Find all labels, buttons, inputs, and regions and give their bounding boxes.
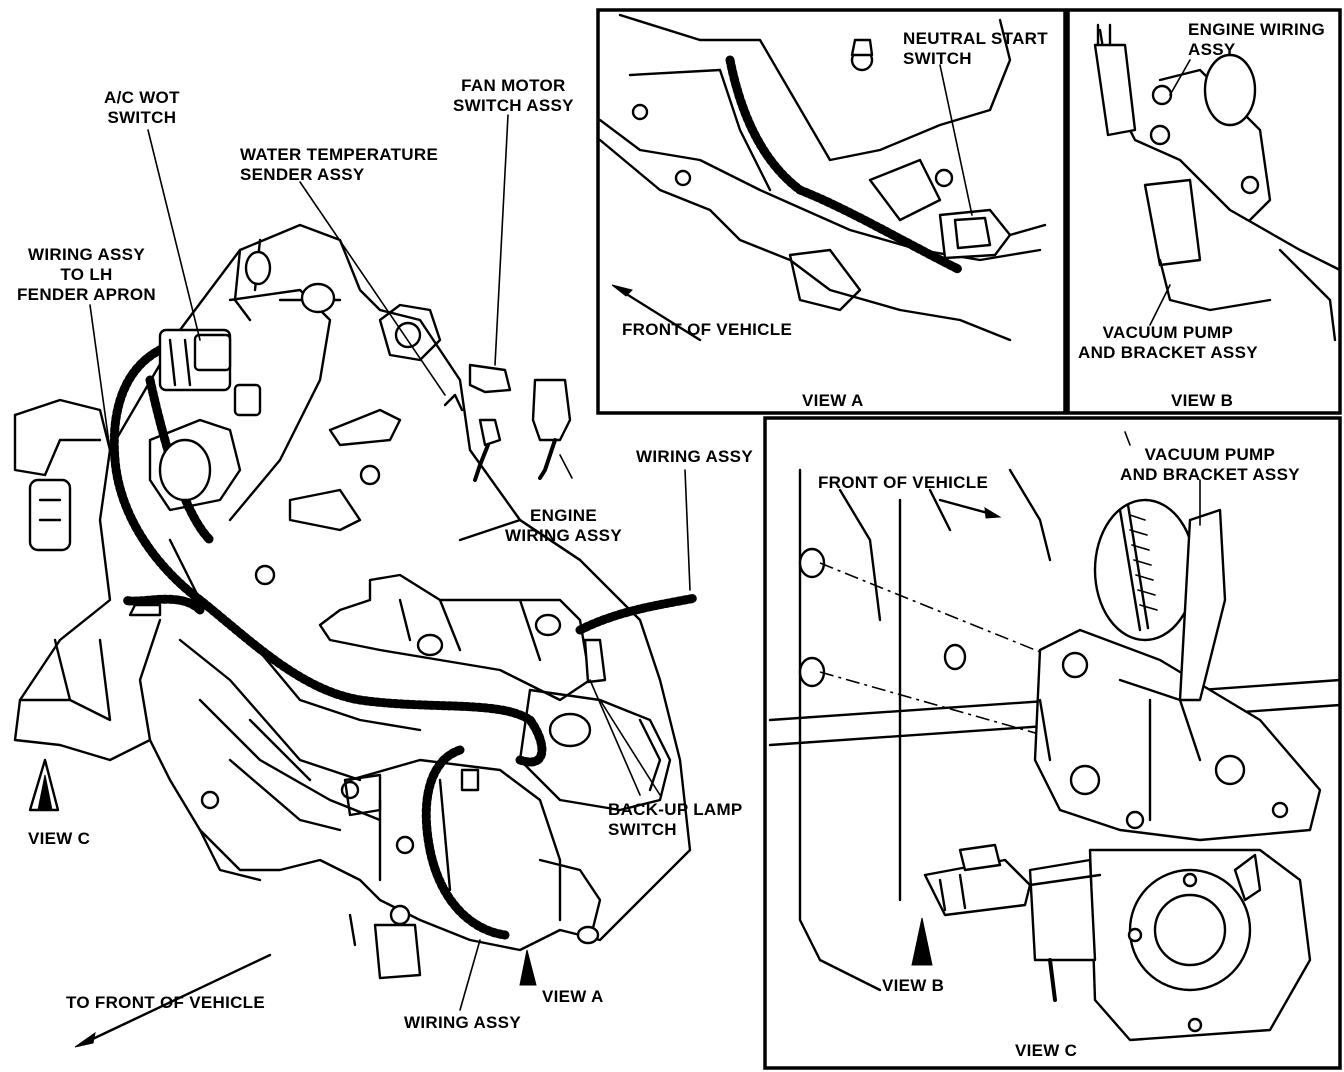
transmission-assembly xyxy=(13,223,692,980)
leader-lines xyxy=(28,114,691,1048)
main-sensors xyxy=(443,363,607,792)
wiring-assy-right-label: WIRING ASSY xyxy=(636,447,753,466)
view-c-caption: VIEW C xyxy=(1015,1041,1078,1060)
view-c-front-of-vehicle-label: FRONT OF VEHICLE xyxy=(818,473,989,492)
wiring-assy-bottom-label: WIRING ASSY xyxy=(404,1013,521,1032)
view-c-drawing xyxy=(768,431,1342,1042)
view-a-frame xyxy=(596,8,1067,415)
view-a-main-label: VIEW A xyxy=(542,987,604,1006)
view-b-caption: VIEW B xyxy=(1171,391,1234,410)
wiring-harnesses xyxy=(109,328,700,940)
view-b-drawing xyxy=(1093,23,1342,342)
to-front-of-vehicle-label: TO FRONT OF VEHICLE xyxy=(66,993,266,1012)
view-a-drawing xyxy=(598,13,1047,342)
view-c-view-b-label: VIEW B xyxy=(882,976,945,995)
view-a-caption: VIEW A xyxy=(802,391,864,410)
view-c-main-label: VIEW C xyxy=(28,829,91,848)
view-a-front-of-vehicle-label: FRONT OF VEHICLE xyxy=(622,320,793,339)
